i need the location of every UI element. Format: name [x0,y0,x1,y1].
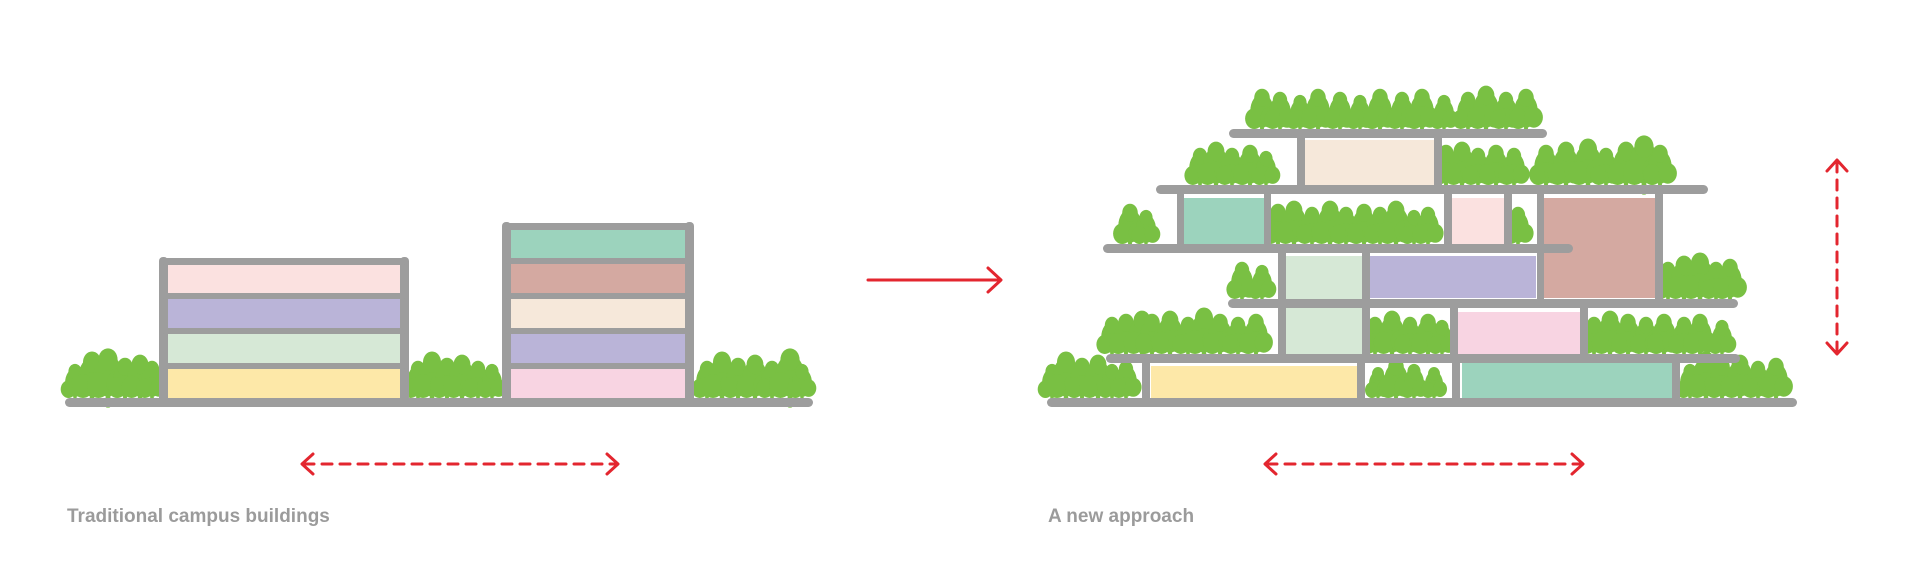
room-block-teal [1462,362,1672,400]
new-approach-group [1037,85,1849,476]
floor-slab-mint [167,334,401,364]
horizontal-expansion-arrow-icon [1263,452,1585,476]
stacked-terrace-frame [1103,129,1740,402]
traditional-building-left [159,257,409,403]
ground-line [1047,398,1797,407]
floor-slab-magenta-pink [511,369,685,399]
room-block-pink [1452,198,1504,246]
floor-slab-lavender [167,299,401,329]
room-block-teal [1184,198,1264,246]
traditional-building-right [502,222,694,403]
room-block-magenta-pink [1458,312,1580,354]
horizontal-expansion-arrow-icon [300,452,620,476]
room-block-lavender [1370,256,1536,298]
floor-slab-lavender [511,334,685,364]
building-frame [502,222,694,403]
floor-slab-rose [511,264,685,294]
caption-new-approach: A new approach [1048,506,1195,527]
room-block-yellow [1151,366,1357,398]
vertical-expansion-arrow-icon [1825,158,1849,356]
room-block-cream [1305,140,1435,186]
ground-line [65,398,813,407]
traditional-campus-group [60,222,817,476]
building-frame [159,257,409,403]
floor-slab-teal [511,229,685,259]
floor-slab-yellow [167,369,401,399]
caption-traditional-campus: Traditional campus buildings [67,506,330,527]
arrow-right-icon [866,266,1003,294]
floor-slab-cream [511,299,685,329]
floor-slab-pink [167,264,401,294]
